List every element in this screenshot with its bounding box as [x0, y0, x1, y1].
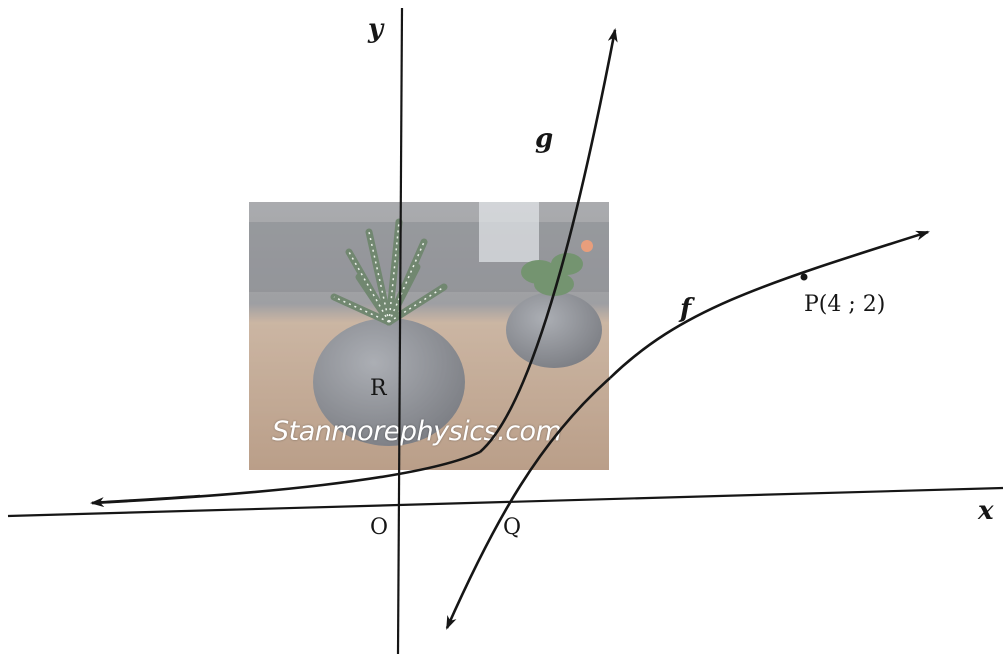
y-axis [396, 7, 404, 655]
curve-f [609, 230, 930, 379]
point-q-label: Q [503, 515, 522, 540]
curve-g [91, 30, 615, 505]
watermark-text: Stanmorephysics.com [272, 416, 562, 447]
curve-f-label: f [680, 294, 692, 324]
point-r-label: R [370, 376, 387, 401]
watermark-photo [249, 202, 609, 470]
y-axis-label: y [368, 14, 384, 44]
curve-g-left-arrow [90, 494, 201, 508]
point-p-marker [800, 273, 808, 281]
x-axis [7, 486, 1004, 518]
point-p-label: P(4 ; 2) [804, 292, 886, 317]
curve-f-lower [445, 377, 611, 630]
curve-g-label: g [535, 124, 554, 154]
x-axis-label: x [978, 496, 994, 526]
origin-label: O [370, 515, 389, 540]
